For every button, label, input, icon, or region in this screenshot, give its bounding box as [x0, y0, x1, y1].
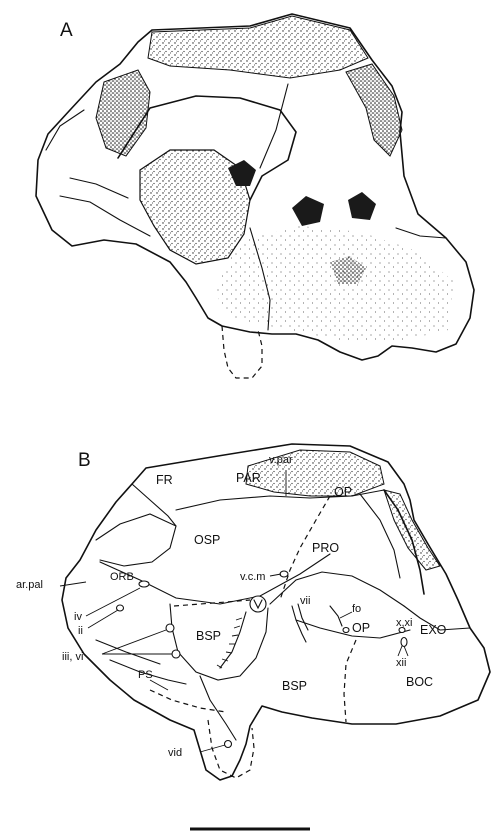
panel-a-lower-stipple: [214, 226, 454, 340]
panel-b-bsp-hatching: [217, 618, 242, 668]
label-ps: PS: [138, 669, 153, 681]
panel-b-fr-boundary: [132, 484, 176, 526]
panel-a-suture-4: [60, 196, 150, 236]
label-exo: EXO: [420, 623, 447, 637]
label-bsp-upper: BSP: [196, 629, 221, 643]
panel-b-pro-ridge: [270, 572, 404, 606]
panel-b-vii-process: [292, 606, 306, 642]
panel-b-leader-iv: [86, 588, 140, 616]
label-x-xi: x,xi: [396, 617, 413, 629]
label-fr: FR: [156, 473, 173, 487]
label-op-lower: OP: [352, 621, 370, 635]
panel-b-osp-boundary: [96, 514, 176, 566]
panel-b-leader-xii-b: [404, 646, 408, 656]
panel-b-v-foramen: [250, 596, 266, 612]
panel-b-vid-foramen: [225, 741, 232, 748]
panel-a-letter: A: [60, 20, 73, 41]
label-osp: OSP: [194, 533, 220, 547]
panel-b-letter: B: [78, 450, 91, 471]
panel-b-leader-fo: [340, 612, 352, 618]
panel-b-vcm-foramen: [280, 571, 288, 577]
panel-b-leader-iii: [102, 630, 166, 654]
panel-b-orb-foramen: [139, 581, 149, 587]
panel-a-lateral-opening-2: [348, 192, 376, 220]
label-ar-pal: ar.pal: [16, 579, 43, 591]
panel-b-osp-lower: [100, 554, 330, 604]
panel-b-leader-ar-pal: [60, 582, 86, 586]
label-vid: vid: [168, 747, 182, 759]
panel-a-roof-stipple: [148, 16, 368, 78]
panel-b-roof-stipple: [246, 450, 384, 496]
panel-a-suture-1: [260, 84, 288, 168]
label-xii: xii: [396, 657, 406, 669]
panel-b-leader-ps: [150, 680, 168, 690]
panel-b-skull-outline: [62, 444, 490, 780]
panel-b-suture-bsp-boc: [344, 640, 356, 722]
panel-b-vi-foramen: [172, 650, 180, 658]
label-op-upper: OP: [334, 485, 352, 499]
label-v-c-m: v.c.m: [240, 571, 265, 583]
panel-b-iii-foramen: [166, 624, 174, 632]
panel-b-bsp-ridge: [200, 676, 236, 740]
label-vii: vii: [300, 595, 310, 607]
panel-b-ps-line-2: [96, 640, 160, 664]
label-iii-vi: iii, vi: [62, 651, 83, 663]
label-orb: ORB: [110, 571, 134, 583]
label-bsp-lower: BSP: [282, 679, 307, 693]
panel-a-suture-5: [70, 178, 128, 198]
panel-b-leader-vcm: [270, 574, 281, 576]
label-fo: fo: [352, 603, 361, 615]
label-boc: BOC: [406, 675, 433, 689]
panel-b: B: [16, 444, 490, 780]
panel-b-leader-xii-a: [398, 646, 402, 656]
panel-b-suture-ps: [150, 690, 226, 712]
label-pro: PRO: [312, 541, 339, 555]
panel-a: A: [36, 14, 474, 378]
panel-a-suture-3: [396, 228, 446, 238]
panel-b-restored-process: [208, 720, 254, 778]
label-iv: iv: [74, 611, 82, 623]
panel-a-anterior-stipple: [96, 70, 150, 156]
panel-b-suture-bsp: [174, 600, 250, 606]
label-ii: ii: [78, 625, 83, 637]
label-v-par: v.par: [269, 454, 293, 466]
panel-b-vii-process-2: [298, 604, 308, 630]
panel-b-fo-curve: [330, 606, 342, 626]
panel-b-xii-foramen: [401, 638, 407, 647]
panel-a-restored-process: [222, 326, 262, 378]
panel-a-lateral-opening: [292, 196, 324, 226]
label-par: PAR: [236, 471, 261, 485]
panel-a-lateral-ridge: [346, 64, 402, 156]
panel-b-op-foramen: [343, 628, 349, 633]
